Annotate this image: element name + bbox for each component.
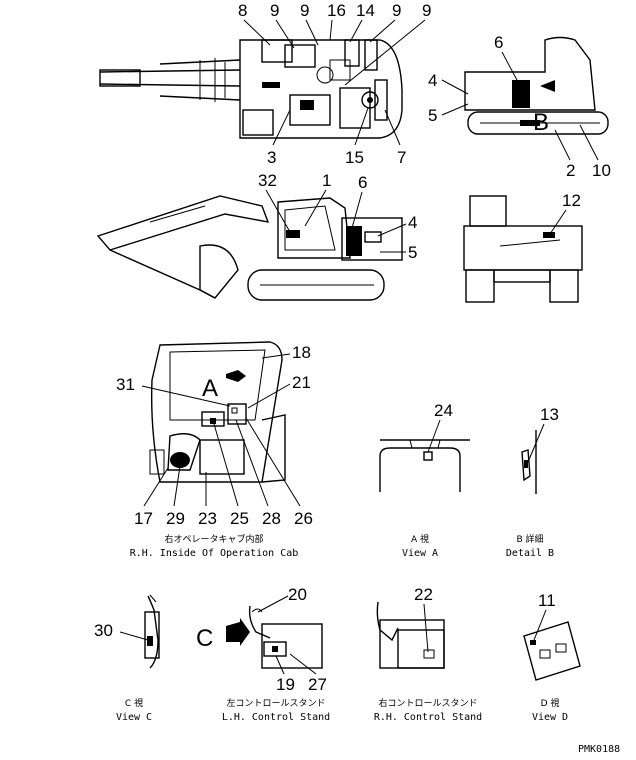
rear-view-excavator [463, 195, 583, 303]
leader-24 [427, 419, 441, 453]
caption-detail-b-jp: B 詳細 [516, 533, 543, 545]
callout-28: 28 [262, 509, 281, 528]
view-d [523, 621, 581, 681]
view-marker-b: B [533, 109, 549, 136]
caption-view-c-jp: C 視 [125, 697, 143, 709]
callout-2: 2 [566, 161, 575, 180]
callout-22: 22 [414, 585, 433, 604]
callout-19: 19 [276, 675, 295, 694]
leader-30 [119, 631, 149, 641]
callout-9b: 9 [300, 1, 309, 20]
callout-11: 11 [538, 591, 556, 610]
callout-32: 32 [258, 171, 277, 190]
callout-4-side: 4 [408, 213, 417, 232]
caption-view-d-en: View D [532, 712, 568, 723]
rh-control-stand [376, 601, 445, 669]
callout-7: 7 [397, 148, 406, 167]
caption-view-a-jp: A 視 [411, 533, 429, 545]
callout-3: 3 [267, 148, 276, 167]
lh-leader-lines [257, 595, 317, 675]
view-marker-c: C [196, 625, 213, 652]
callout-6-rr: 6 [494, 33, 503, 52]
caption-lh-en: L.H. Control Stand [222, 712, 330, 723]
callout-20: 20 [288, 585, 307, 604]
caption-detail-b-en: Detail B [506, 548, 554, 559]
callout-12: 12 [562, 191, 581, 210]
caption-rh-jp: 右コントロールスタンド [378, 697, 477, 709]
callout-15: 15 [345, 148, 364, 167]
callout-16: 16 [327, 1, 346, 20]
callout-17: 17 [134, 509, 153, 528]
caption-lh-jp: 左コントロールスタンド [226, 697, 325, 709]
detail-b [521, 430, 537, 494]
callout-30: 30 [94, 621, 113, 640]
rear-right-view [464, 36, 609, 135]
rear-right-leader-lines [441, 51, 599, 161]
callout-9d: 9 [422, 1, 431, 20]
callout-14: 14 [356, 1, 375, 20]
leader-11 [533, 609, 547, 641]
callout-8: 8 [238, 1, 247, 20]
caption-view-a-en: View A [402, 548, 438, 559]
lh-control-stand [226, 605, 323, 669]
callout-25: 25 [230, 509, 249, 528]
callout-24: 24 [434, 401, 453, 420]
side-view-leader-lines [265, 189, 407, 253]
top-view-leader-lines [243, 19, 426, 146]
caption-view-c-en: View C [116, 712, 152, 723]
side-view-excavator [96, 195, 403, 301]
view-a [379, 439, 470, 492]
caption-rh-en: R.H. Control Stand [374, 712, 482, 723]
callout-21: 21 [292, 373, 311, 392]
callout-23: 23 [198, 509, 217, 528]
view-c [144, 594, 160, 669]
leader-22 [423, 603, 429, 653]
callout-6-side: 6 [358, 173, 367, 192]
callout-31: 31 [116, 375, 135, 394]
cab-interior [149, 341, 286, 483]
leader-12 [549, 209, 567, 235]
leader-13 [527, 423, 545, 463]
callout-29: 29 [166, 509, 185, 528]
callout-4-rr: 4 [428, 71, 437, 90]
callout-5-rr: 5 [428, 106, 437, 125]
cab-leader-lines [141, 353, 301, 507]
callout-5-side: 5 [408, 243, 417, 262]
callout-10: 10 [592, 161, 611, 180]
callout-9a: 9 [270, 1, 279, 20]
drawing-code: PMK0188 [578, 744, 620, 755]
caption-cab-jp: 右オペレータキャブ内部 [164, 533, 263, 545]
callout-26: 26 [294, 509, 313, 528]
view-marker-a: A [202, 375, 218, 402]
callout-18: 18 [292, 343, 311, 362]
callout-13: 13 [540, 405, 559, 424]
caption-cab-en: R.H. Inside Of Operation Cab [130, 548, 299, 559]
callout-27: 27 [308, 675, 327, 694]
callout-9c: 9 [392, 1, 401, 20]
top-view-excavator [99, 39, 403, 139]
caption-view-d-jp: D 視 [541, 697, 560, 709]
callout-1: 1 [322, 171, 331, 190]
